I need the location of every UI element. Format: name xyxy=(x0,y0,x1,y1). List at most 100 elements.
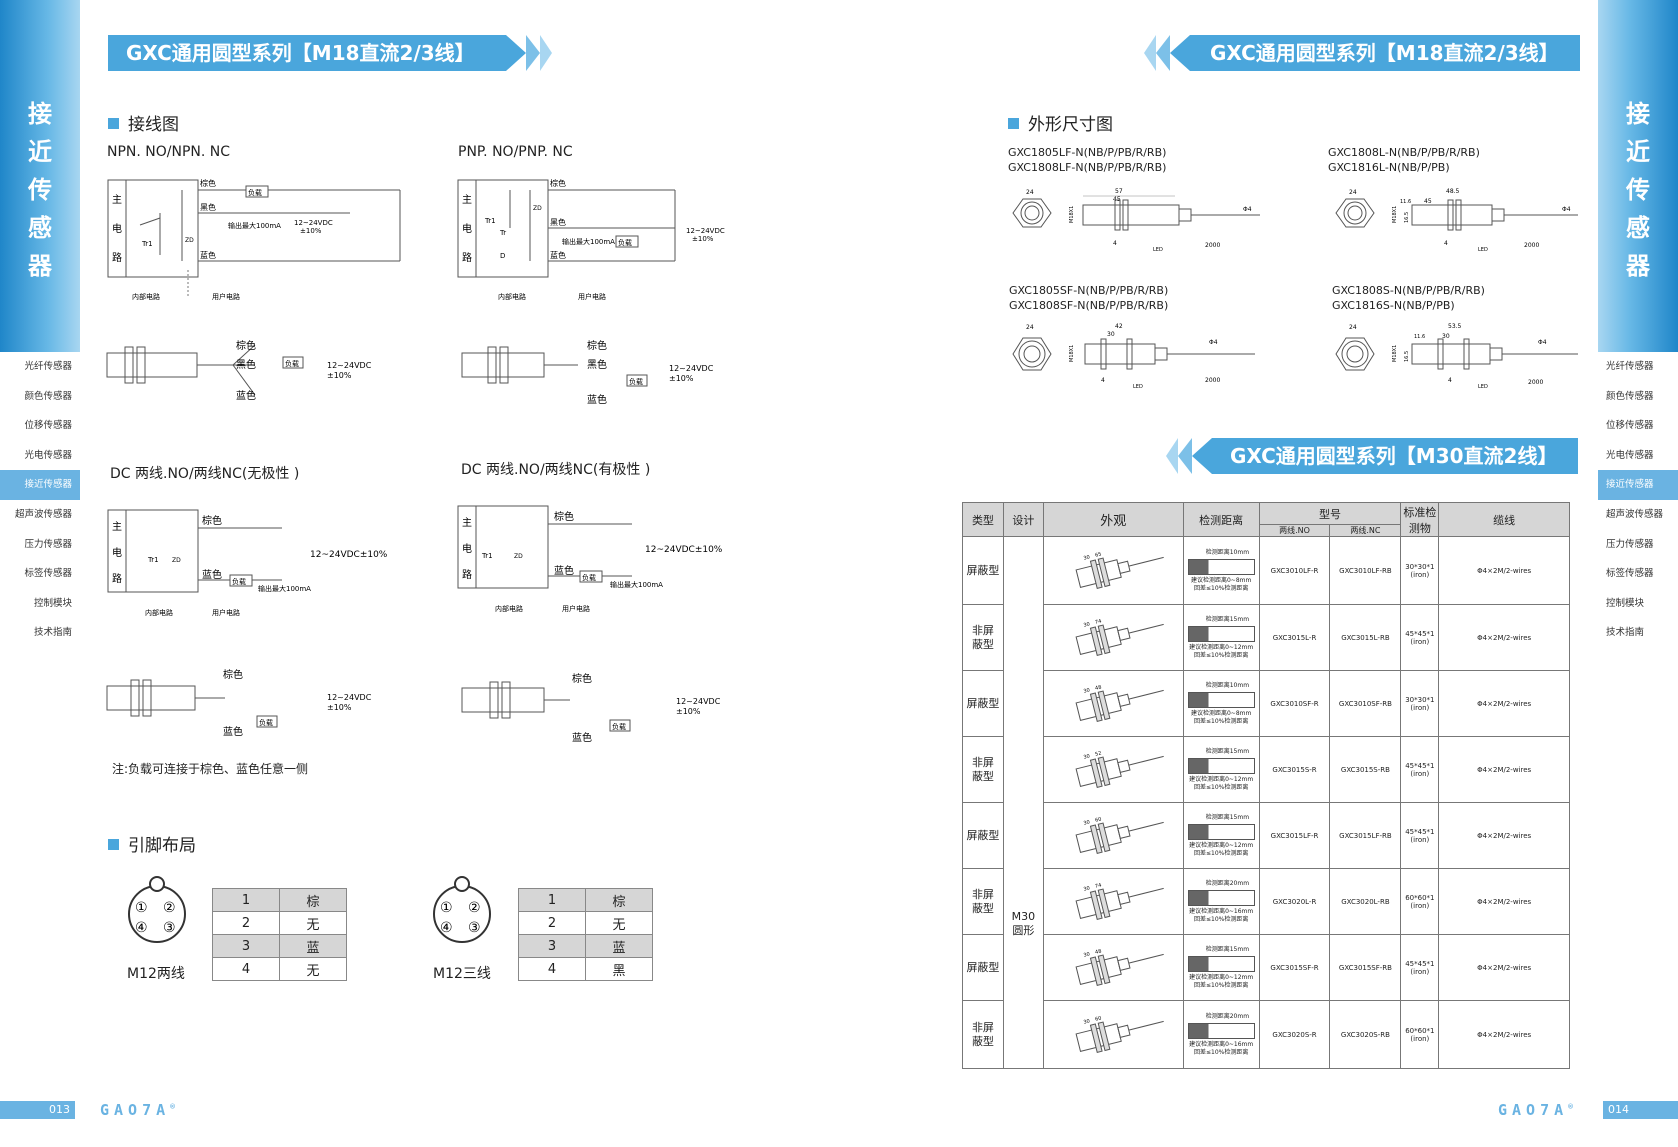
dc2-title: DC 两线.NO/两线NC(无极性 ) xyxy=(110,466,300,482)
svg-text:棕色: 棕色 xyxy=(200,178,216,188)
left-side-strip: 接 近 传 感 器 光纤传感器 颜色传感器 位移传感器 光电传感器 接近传感器 … xyxy=(0,0,80,1147)
svg-text:57: 57 xyxy=(1115,188,1123,195)
svg-text:30: 30 xyxy=(1083,885,1091,892)
svg-text:路: 路 xyxy=(112,251,122,264)
dim-drawing-1: 24 57 45 Φ4 M18X1 4 LED 2000 xyxy=(1012,188,1260,253)
model-nc-cell: GXC3015S-RB xyxy=(1329,736,1402,803)
sensor-appearance-icon: 30 65 xyxy=(1075,551,1165,589)
svg-text:负载: 负载 xyxy=(232,577,246,586)
svg-text:②: ② xyxy=(468,900,481,916)
dim-model-2: GXC1808L-N(NB/P/PB/R/RB)GXC1816L-N(NB/P/… xyxy=(1328,146,1480,174)
side-menu-item[interactable]: 位移传感器 xyxy=(24,420,72,432)
cable-cell: Φ4×2M/2-wires xyxy=(1438,1000,1570,1069)
appearance-cell: 30 74 xyxy=(1042,868,1184,935)
sensor-appearance-icon: 30 60 xyxy=(1075,1015,1165,1053)
svg-text:Tr1: Tr1 xyxy=(484,217,496,225)
type-cell: 非屏 蔽型 xyxy=(962,736,1004,803)
side-menu-item[interactable]: 技术指南 xyxy=(33,627,72,639)
svg-text:电: 电 xyxy=(462,542,472,555)
side-menu-item[interactable]: 控制模块 xyxy=(1606,597,1645,609)
svg-text:30: 30 xyxy=(1083,687,1091,694)
side-menu-item[interactable]: 颜色传感器 xyxy=(24,390,72,402)
distance-bar xyxy=(1187,757,1255,774)
side-menu-item[interactable]: 光电传感器 xyxy=(1606,449,1654,461)
svg-text:LED: LED xyxy=(1478,247,1488,253)
svg-text:ZD: ZD xyxy=(533,205,542,212)
side-menu-item[interactable]: 光纤传感器 xyxy=(1606,361,1654,372)
side-menu-item[interactable]: 位移传感器 xyxy=(1606,420,1654,432)
m12-two-wire-label: M12两线 xyxy=(127,966,185,982)
cable-cell: Φ4×2M/2-wires xyxy=(1438,670,1570,737)
pnp-sensor-drawing: 棕色 黑色 蓝色 负载 12~24VDC ±10% xyxy=(461,339,714,406)
svg-text:60: 60 xyxy=(1095,816,1103,823)
side-menu-item[interactable]: 压力传感器 xyxy=(1606,538,1654,550)
svg-text:53.5: 53.5 xyxy=(1448,323,1462,330)
distance-bar xyxy=(1187,889,1255,906)
appearance-cell: 30 52 xyxy=(1042,736,1184,803)
svg-text:电: 电 xyxy=(462,222,472,235)
side-menu-item[interactable]: 标签传感器 xyxy=(1606,568,1654,580)
svg-text:用户电路: 用户电路 xyxy=(212,608,240,617)
side-menu-item[interactable]: 光纤传感器 xyxy=(24,361,72,372)
svg-text:Φ4: Φ4 xyxy=(1243,206,1252,213)
type-cell: 非屏 蔽型 xyxy=(962,604,1004,671)
side-menu-item[interactable]: 超声波传感器 xyxy=(14,508,72,520)
svg-text:主: 主 xyxy=(462,194,472,206)
npn-circuit-diagram: 主 电 路 Tr1 ZD 棕色 黑色 蓝色 负载 输出最大100mA 12~24… xyxy=(107,178,401,300)
svg-text:48: 48 xyxy=(1095,684,1103,691)
svg-text:①: ① xyxy=(135,900,148,916)
table-row: 屏蔽型 30 48 检测距离10mm 建议检测距离0~8mm 回差≤10%检测距… xyxy=(962,670,1570,737)
svg-text:LED: LED xyxy=(1133,384,1143,390)
svg-text:74: 74 xyxy=(1095,618,1103,625)
sensor-appearance-icon: 30 52 xyxy=(1075,750,1165,788)
side-menu-item[interactable]: 控制模块 xyxy=(33,597,72,609)
appearance-cell: 30 48 xyxy=(1042,670,1184,737)
distance-cell: 检测距离15mm 建议检测距离0~12mm 回差≤10%检测距离 xyxy=(1182,604,1260,671)
cable-cell: Φ4×2M/2-wires xyxy=(1438,934,1570,1001)
distance-cell: 检测距离15mm 建议检测距离0~12mm 回差≤10%检测距离 xyxy=(1182,736,1260,803)
m30-spec-table: 类型 设计 外观 检测距离 型号 标准检测物 缆线 两线.NO 两线.NC 屏蔽… xyxy=(962,502,1570,1069)
svg-text:4: 4 xyxy=(1113,240,1117,247)
side-menu-item[interactable]: 颜色传感器 xyxy=(1606,390,1654,402)
svg-text:30: 30 xyxy=(1107,331,1115,338)
distance-bar xyxy=(1187,625,1255,642)
svg-text:输出最大100mA: 输出最大100mA xyxy=(258,584,311,593)
svg-text:棕色: 棕色 xyxy=(550,178,566,188)
svg-text:棕色: 棕色 xyxy=(202,514,222,527)
side-menu-item[interactable]: 超声波传感器 xyxy=(1606,508,1664,520)
wiring-note: 注:负载可连接于棕色、蓝色任意一侧 xyxy=(112,762,309,776)
svg-text:60: 60 xyxy=(1095,1015,1103,1022)
sensor-appearance-icon: 30 48 xyxy=(1075,948,1165,986)
distance-cell: 检测距离10mm 建议检测距离0~8mm 回差≤10%检测距离 xyxy=(1182,536,1260,605)
svg-text:黑色: 黑色 xyxy=(200,202,216,212)
svg-text:±10%: ±10% xyxy=(327,371,352,380)
distance-bar xyxy=(1187,1022,1255,1039)
svg-text:24: 24 xyxy=(1026,189,1034,196)
side-menu-item[interactable]: 技术指南 xyxy=(1606,627,1645,639)
section-pins-title: 引脚布局 xyxy=(108,831,196,856)
svg-text:用户电路: 用户电路 xyxy=(578,292,606,300)
svg-text:棕色: 棕色 xyxy=(572,672,592,685)
svg-text:负载: 负载 xyxy=(259,718,273,727)
distance-cell: 检测距离15mm 建议检测距离0~12mm 回差≤10%检测距离 xyxy=(1182,802,1260,869)
svg-text:主: 主 xyxy=(112,194,122,206)
distance-cell: 检测距离20mm 建议检测距离0~16mm 回差≤10%检测距离 xyxy=(1182,868,1260,935)
section-marker-icon xyxy=(108,839,119,850)
svg-text:11.6: 11.6 xyxy=(1400,199,1411,205)
design-cell: M30 圆形 xyxy=(1002,536,1044,1069)
side-menu-item[interactable]: 标签传感器 xyxy=(24,568,72,580)
dim-drawing-3: 24 42 30 Φ4 M18X1 4 LED 2000 xyxy=(1012,323,1255,390)
side-menu-item-active[interactable]: 接近传感器 xyxy=(1598,470,1678,500)
svg-text:内部电路: 内部电路 xyxy=(495,604,523,613)
side-menu-item-active[interactable]: 接近传感器 xyxy=(0,470,80,500)
svg-text:电: 电 xyxy=(112,546,122,559)
svg-text:内部电路: 内部电路 xyxy=(132,292,160,300)
side-menu-item[interactable]: 压力传感器 xyxy=(24,538,72,550)
svg-text:30: 30 xyxy=(1083,951,1091,958)
model-nc-cell: GXC3015LF-RB xyxy=(1329,802,1402,869)
svg-text:2000: 2000 xyxy=(1524,242,1539,249)
side-menu-item[interactable]: 光电传感器 xyxy=(24,449,72,461)
dim-model-3: GXC1805SF-N(NB/P/PB/R/RB)GXC1808SF-N(NB/… xyxy=(1009,284,1169,312)
object-cell: 30*30*1(iron) xyxy=(1400,536,1440,605)
